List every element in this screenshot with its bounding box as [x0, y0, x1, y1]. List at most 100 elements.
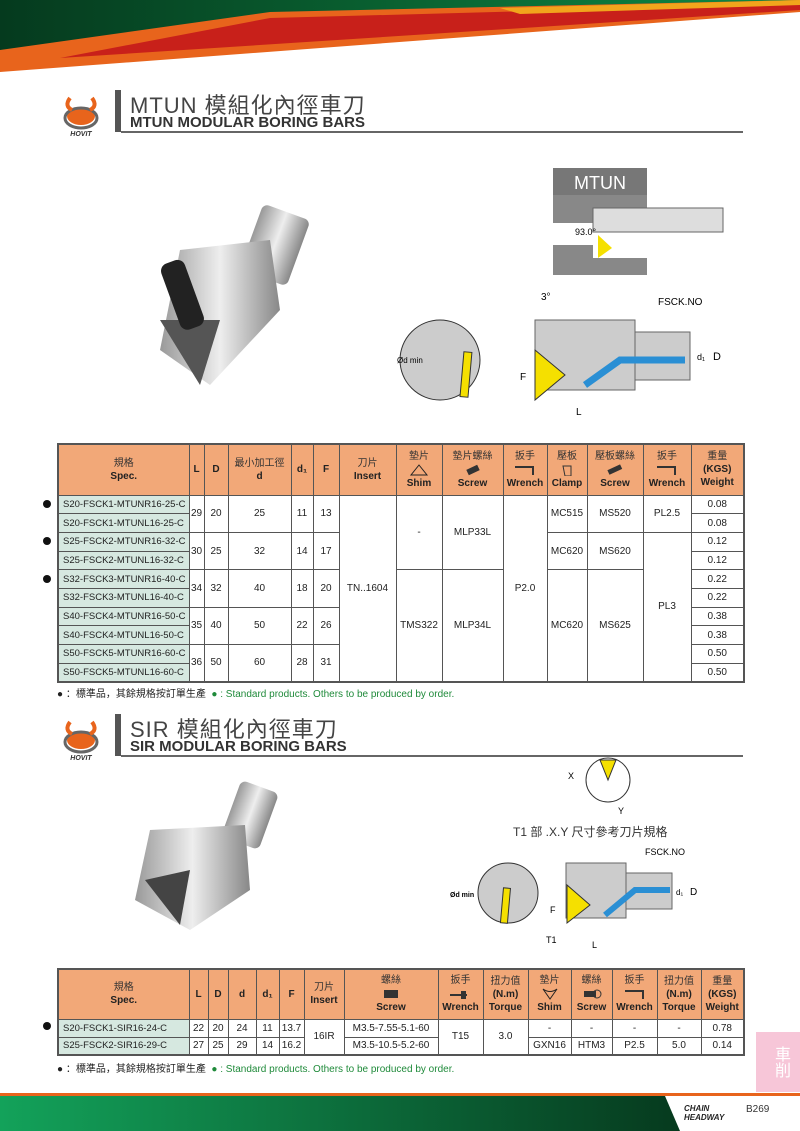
table-cell: 11 [290, 494, 314, 533]
table-cell: M3.5-7.55-5.1-60 [343, 1018, 439, 1038]
title-rule [121, 755, 743, 757]
table-cell: M3.5-10.5-5.2-60 [343, 1036, 439, 1056]
section2-title-cn: SIR 模組化內徑車刀 [130, 717, 338, 742]
table-cell: MLP33L [441, 494, 504, 571]
table-cell: S25-FSCK2-MTUNL16-32-C [57, 550, 190, 571]
table-cell: 22 [188, 1018, 209, 1038]
table-cell: MS520 [586, 494, 644, 533]
svg-text:L: L [576, 407, 582, 418]
svg-text:HOVIT: HOVIT [70, 131, 92, 138]
table-cell: 5.0 [656, 1036, 702, 1056]
table-cell: MS620 [586, 531, 644, 571]
table-cell: 20 [207, 1018, 229, 1038]
section1-title-cn: MTUN 模組化內徑車刀 [130, 93, 366, 118]
table-cell: MC620 [546, 531, 588, 571]
svg-text:F: F [550, 905, 556, 915]
standard-note: ● ：標準品，其餘規格按訂單生產 ● : Standard products. … [57, 689, 455, 700]
insert-cell: TN..1604 [338, 494, 397, 683]
sir-diagram: X Y T1 部 .X.Y 尺寸參考刀片規格 Ød min FSCK.NO F … [450, 757, 697, 950]
table-cell: 29 [227, 1036, 257, 1056]
table-cell: S32-FSCK3-MTUNL16-40-C [57, 587, 190, 608]
footer-banner [0, 1093, 800, 1131]
table-cell: - [527, 1018, 572, 1038]
table-cell: 36 [188, 643, 205, 683]
table-cell: 11 [255, 1018, 280, 1038]
header-banner [0, 0, 800, 72]
standard-bullet [43, 575, 51, 583]
table-cell: 25 [203, 531, 229, 571]
table-cell: 24 [227, 1018, 257, 1038]
table-cell: TMS322 [395, 569, 443, 683]
table-cell: 30 [188, 531, 205, 571]
table-cell: 28 [290, 643, 314, 683]
sir-product-image [135, 781, 278, 930]
section1-title-en: MTUN MODULAR BORING BARS [130, 114, 365, 131]
column-header: 扭力值(N.m)Torque [482, 968, 529, 1020]
table-cell: 0.50 [690, 662, 745, 683]
spec-cell: S20-FSCK1-MTUNR16-25-C [57, 494, 190, 515]
svg-text:F: F [520, 372, 526, 383]
col-d1: d₁ [290, 443, 314, 496]
table-cell: 13 [312, 494, 340, 533]
svg-text:d₁: d₁ [676, 888, 683, 897]
svg-text:Y: Y [618, 806, 624, 816]
table-cell: 0.14 [700, 1036, 745, 1056]
column-header: d₁ [255, 968, 280, 1020]
table-cell: 32 [227, 531, 292, 571]
svg-text:D: D [690, 887, 697, 898]
table-cell: 0.22 [690, 569, 745, 589]
col-D: D [203, 443, 229, 496]
table-cell: 34 [188, 569, 205, 608]
hovit-logo: HOVIT [63, 720, 99, 762]
table-cell: S40-FSCK4-MTUNL16-50-C [57, 625, 190, 645]
section2-title-en: SIR MODULAR BORING BARS [130, 738, 347, 755]
table-cell: S20-FSCK1-MTUNL16-25-C [57, 513, 190, 533]
table-cell: PL3 [642, 531, 692, 683]
col-weight: 重量(KGS)Weight [690, 443, 745, 496]
table-cell: 18 [290, 569, 314, 608]
table-cell: 14 [290, 531, 314, 571]
table-cell: 22 [290, 606, 314, 646]
column-header: d [227, 968, 257, 1020]
svg-text:T1 部 .X.Y 尺寸參考刀片規格: T1 部 .X.Y 尺寸參考刀片規格 [513, 824, 667, 839]
table-cell: 16IR [303, 1018, 345, 1056]
screw-icon [583, 989, 601, 999]
table-cell: 31 [312, 643, 340, 683]
svg-text:X: X [568, 771, 574, 781]
table-cell: 3.0 [482, 1018, 529, 1056]
table-cell: S32-FSCK3-MTUNR16-40-C [57, 569, 190, 589]
wrench-icon [515, 465, 534, 475]
shim-icon [409, 463, 429, 476]
table-cell: 60 [227, 643, 292, 683]
svg-text:MTUN: MTUN [574, 173, 626, 193]
screw-icon [607, 464, 623, 475]
mtun-diagram: MTUN 93.0° Ød min 3° FSCK.NO F L d₁ D [397, 168, 724, 418]
table-cell: MLP34L [441, 569, 504, 683]
table-cell: 40 [227, 569, 292, 608]
table-cell: S50-FSCK5-MTUNR16-60-C [57, 644, 190, 664]
column-header: L [188, 968, 209, 1020]
table-cell: - [656, 1018, 702, 1038]
side-tab-turning[interactable]: 車削 [756, 1032, 800, 1092]
svg-text:FSCK.NO: FSCK.NO [658, 297, 703, 308]
svg-text:HOVIT: HOVIT [70, 755, 92, 762]
table-cell: 0.22 [690, 587, 745, 608]
table-cell: T15 [437, 1018, 484, 1056]
standard-bullet [43, 1022, 51, 1030]
footer-logo: CHAIN HEADWAY [684, 1104, 725, 1122]
